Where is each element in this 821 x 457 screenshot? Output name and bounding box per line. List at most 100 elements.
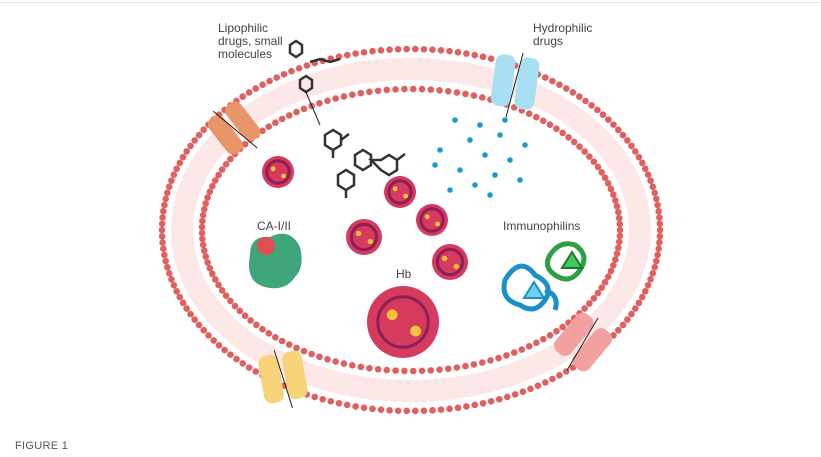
lipid-head	[604, 180, 612, 187]
lipid-head	[316, 99, 323, 107]
lipid-head	[231, 302, 239, 310]
lipid-head	[576, 143, 583, 150]
lipid-head	[556, 81, 563, 88]
lipid-head	[221, 346, 228, 354]
lipid-head	[615, 244, 622, 252]
lipid-head	[546, 332, 554, 339]
lipid-head	[222, 160, 230, 168]
lipid-head	[227, 351, 234, 358]
lipid-head	[199, 217, 206, 225]
label-line: Lipophilic	[218, 21, 269, 35]
lipid-head	[374, 365, 382, 373]
lipid-head	[655, 207, 662, 215]
lipid-head	[245, 364, 253, 371]
lipid-head	[503, 352, 510, 359]
label-line: molecules	[218, 47, 273, 61]
lipid-head	[383, 366, 391, 374]
lipid-head	[628, 142, 635, 150]
lipid-head	[638, 293, 646, 301]
lipid-head	[273, 74, 281, 81]
lipid-head	[510, 349, 518, 356]
lipid-head	[553, 327, 560, 335]
drug-dot	[492, 172, 498, 178]
channel-orange	[207, 101, 261, 155]
lipid-head	[527, 385, 534, 393]
lipid-head	[168, 276, 175, 283]
lipid-head	[210, 337, 217, 344]
lipid-head	[168, 177, 175, 184]
lipid-head	[479, 53, 487, 61]
lipid-head	[635, 299, 643, 307]
lipid-head	[586, 153, 593, 160]
drug-dot	[437, 147, 443, 153]
lipid-head	[161, 201, 168, 209]
lipid-head	[236, 307, 244, 315]
lipid-head	[463, 50, 470, 57]
lipid-head	[316, 353, 323, 361]
lipid-head	[335, 53, 343, 61]
lipid-head	[651, 189, 658, 197]
lipid-head	[656, 226, 664, 234]
lipid-head	[487, 357, 494, 364]
lipid-head	[369, 405, 376, 413]
lipid-head	[187, 142, 194, 150]
lipid-head	[453, 364, 461, 371]
lipid-head	[651, 263, 658, 271]
drug-dot	[502, 117, 508, 123]
drug-dot	[497, 132, 503, 138]
lipid-head	[158, 232, 166, 240]
lipid-head	[218, 166, 226, 173]
lipid-head	[383, 86, 391, 94]
lipid-head	[195, 131, 203, 139]
lipid-head	[462, 90, 469, 98]
lipid-head	[581, 305, 588, 312]
lipid-head	[202, 253, 210, 260]
lipid-head	[649, 270, 657, 277]
figure-caption: FIGURE 1	[15, 440, 69, 452]
lipid-head	[340, 360, 348, 367]
lipid-head	[610, 121, 617, 128]
small-molecules	[288, 39, 406, 198]
lipid-head	[598, 284, 605, 292]
lipid-head	[369, 47, 376, 55]
lipid-head	[239, 360, 246, 367]
lipid-head	[392, 367, 399, 374]
lipid-head	[446, 47, 453, 55]
lipid-head	[241, 312, 249, 320]
lipid-head	[357, 363, 365, 371]
lipid-head	[533, 339, 540, 347]
lipid-head	[160, 245, 167, 253]
lipid-head	[187, 310, 194, 318]
lipid-head	[183, 305, 190, 312]
hemoglobin-molecules	[262, 156, 468, 358]
lipid-head	[200, 126, 207, 134]
lipid-head	[470, 361, 478, 368]
lipid-head	[495, 395, 503, 403]
lipid-head	[170, 282, 178, 289]
drug-dot	[482, 152, 488, 158]
lipid-head	[164, 263, 171, 271]
lipid-head	[401, 85, 408, 93]
lipid-head	[198, 223, 206, 231]
lipid-head	[427, 86, 435, 93]
lipid-head	[601, 174, 609, 182]
lipid-head	[619, 131, 627, 139]
lipid-head	[295, 65, 303, 72]
lipid-head	[511, 391, 519, 398]
lipid-head	[300, 347, 308, 355]
lipid-head	[647, 276, 654, 283]
lipid-head	[503, 393, 511, 401]
drug-dot	[467, 137, 473, 143]
drug-dot	[507, 157, 513, 163]
immunophilin-blue	[501, 263, 559, 312]
lipid-head	[206, 188, 214, 196]
lipid-head	[656, 239, 663, 246]
immunophilin-green	[544, 241, 587, 282]
lipid-head	[454, 48, 462, 56]
lipid-head	[638, 159, 646, 167]
lipid-head	[541, 74, 549, 81]
lipid-head	[654, 201, 661, 209]
lipid-head	[624, 316, 631, 323]
label-line: drugs, small	[218, 34, 283, 48]
lipid-head	[215, 341, 223, 349]
